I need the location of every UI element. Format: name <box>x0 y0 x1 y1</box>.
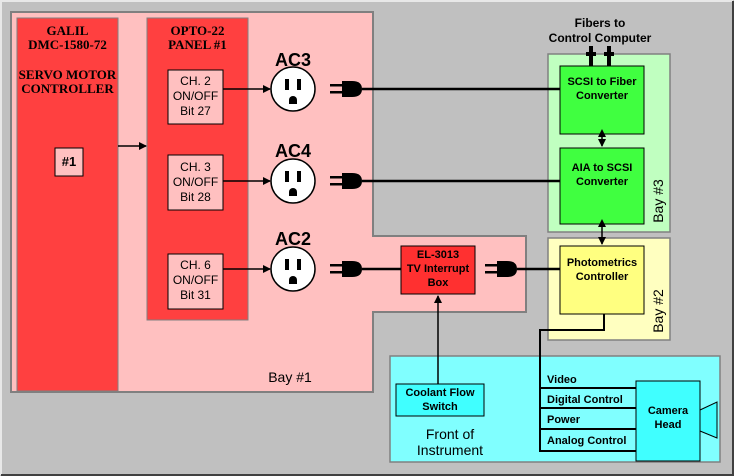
el3013-box <box>400 245 476 295</box>
opto-panel-label: PANEL #1 <box>168 37 227 52</box>
bay3-label: Bay #3 <box>650 179 666 223</box>
camera-head-box <box>635 380 701 462</box>
camera-lens-icon <box>699 401 718 439</box>
coolant-label-1: Coolant Flow <box>405 387 475 399</box>
channel-3-state: ON/OFF <box>172 273 219 287</box>
channel-1-state: ON/OFF <box>172 89 219 103</box>
photometrics-label-2: Controller <box>575 271 629 283</box>
bay2-label: Bay #2 <box>650 289 666 333</box>
opto-title: OPTO-22 <box>170 23 225 38</box>
aia-scsi-label-1: AIA to SCSI <box>571 162 633 174</box>
plug-el3013-icon <box>485 261 517 277</box>
channel-3-name: CH. 6 <box>180 258 211 272</box>
camera-label-1: Camera <box>647 405 689 417</box>
fiber-cables-icon <box>586 46 614 66</box>
coolant-switch-box <box>395 383 485 417</box>
photometrics-controller-box <box>559 245 645 315</box>
signal-analog-label: Analog Control <box>547 435 627 447</box>
channel-2-bit: Bit 28 <box>180 190 211 204</box>
galil-servo-label: SERVO MOTOR <box>18 67 117 82</box>
camera-label-2: Head <box>654 419 682 431</box>
signal-cables <box>539 314 636 452</box>
signal-video-label: Video <box>547 374 577 386</box>
galil-model: DMC-1580-72 <box>28 37 107 52</box>
channel-box-3 <box>167 253 224 310</box>
galil-badge-box <box>54 147 84 177</box>
scsi-fiber-label-2: Converter <box>576 90 628 102</box>
channel-box-1 <box>167 69 224 125</box>
channel-box-2 <box>167 154 224 211</box>
galil-controller-box <box>16 17 119 392</box>
el3013-box-label: Box <box>427 277 449 289</box>
coolant-label-2: Switch <box>422 401 458 413</box>
plug-ac2-icon <box>330 261 362 277</box>
galil-title: GALIL <box>46 23 89 38</box>
aia-scsi-label-2: Converter <box>576 176 628 188</box>
scsi-fiber-converter-box <box>559 65 645 135</box>
fibers-label-2: Control Computer <box>548 31 652 45</box>
front-label-2: Instrument <box>416 442 484 458</box>
photometrics-label-1: Photometrics <box>566 257 638 269</box>
el3013-type: TV Interrupt <box>406 263 470 275</box>
plug-ac3-icon <box>330 81 362 97</box>
outlet-ac3-label: AC3 <box>274 50 311 70</box>
galil-badge: #1 <box>61 154 77 169</box>
galil-controller-label: CONTROLLER <box>21 81 114 96</box>
outlet-ac2-label: AC2 <box>274 229 311 249</box>
channel-3-bit: Bit 31 <box>180 288 211 302</box>
fibers-label-1: Fibers to <box>574 16 626 30</box>
el3013-model: EL-3013 <box>416 249 460 261</box>
outlet-ac2-icon <box>270 246 316 292</box>
outlet-ac3-icon <box>270 66 316 112</box>
channel-1-bit: Bit 27 <box>180 104 211 118</box>
channel-1-name: CH. 2 <box>180 74 211 88</box>
outlet-ac4-label: AC4 <box>274 141 311 161</box>
signal-digital-label: Digital Control <box>547 394 623 406</box>
aia-scsi-converter-box <box>559 147 645 225</box>
front-label-1: Front of <box>425 426 475 442</box>
scsi-fiber-label-1: SCSI to Fiber <box>567 76 637 88</box>
channel-2-state: ON/OFF <box>172 175 219 189</box>
signal-power-label: Power <box>547 414 581 426</box>
plug-ac4-icon <box>330 173 362 189</box>
bay1-region <box>10 11 527 393</box>
outlet-ac4-icon <box>270 158 316 204</box>
bay1-label: Bay #1 <box>268 369 312 385</box>
channel-2-name: CH. 3 <box>180 160 211 174</box>
